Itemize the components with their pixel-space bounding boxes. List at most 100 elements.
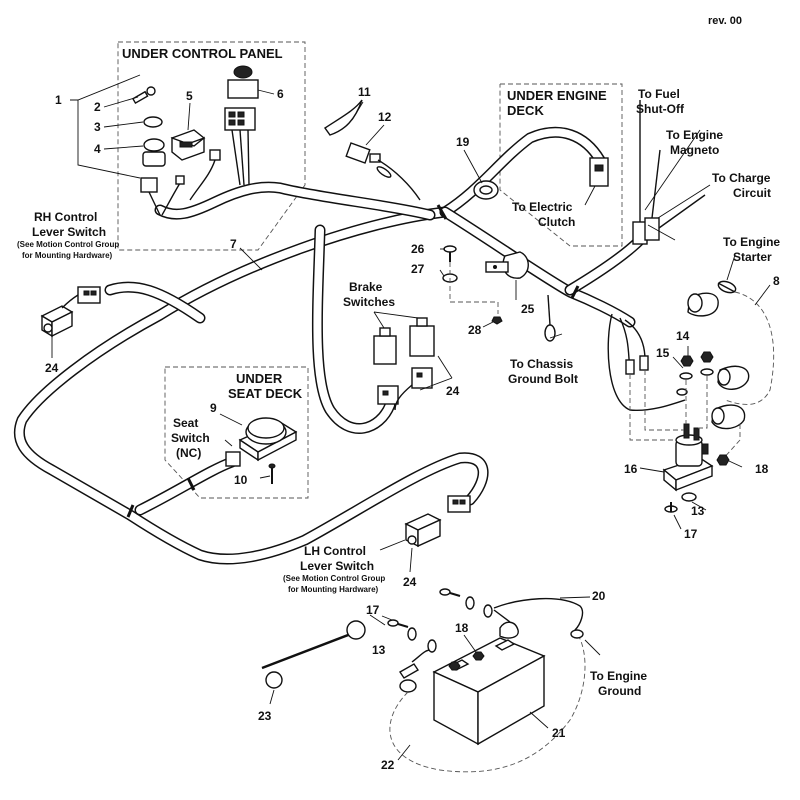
label-seat-2: Switch — [171, 431, 210, 445]
rh-lever-switch — [40, 305, 74, 338]
ignition-switch — [142, 138, 166, 167]
harness-grommet-hole — [479, 185, 493, 195]
clutch-connector — [589, 157, 609, 187]
callout-1: 1 — [55, 93, 62, 107]
brake-switch-2 — [409, 317, 435, 357]
callout-12: 12 — [378, 110, 392, 124]
callout-3: 3 — [94, 120, 101, 134]
callout-13-solenoid: 13 — [691, 504, 705, 518]
solenoid-nut-1 — [680, 355, 694, 367]
brake-switch-connector-2 — [394, 367, 433, 411]
ignition-key — [131, 86, 156, 105]
section-under-seat-deck: UNDER SEAT DECK — [164, 366, 309, 499]
label-magneto-2: Magneto — [670, 143, 719, 157]
callout-10: 10 — [234, 473, 248, 487]
solenoid-nut-2 — [700, 351, 714, 363]
label-lh-1: LH Control — [304, 544, 366, 558]
label-clutch-2: Clutch — [538, 215, 575, 229]
ignition-nut — [143, 116, 163, 128]
callout-13-battery: 13 — [372, 643, 386, 657]
seat-switch-screw — [268, 463, 276, 484]
terminal-boot-2 — [717, 365, 750, 390]
solenoid-mount-bolt — [664, 502, 678, 513]
battery — [432, 637, 546, 746]
label-charge-2: Circuit — [733, 186, 771, 200]
light-switch — [170, 129, 206, 161]
section-title-engine-deck-1: UNDER ENGINE — [507, 88, 607, 103]
main-wiring-harness — [13, 126, 646, 565]
label-rh-note-1: (See Motion Control Group — [17, 240, 119, 249]
battery-nut-1 — [472, 651, 485, 661]
solenoid-lockwasher-2 — [700, 368, 714, 376]
starter-cable — [717, 280, 775, 405]
callout-numbers: 1 2 3 4 5 6 7 8 9 10 11 12 13 13 14 15 1… — [45, 85, 780, 772]
label-lh-2: Lever Switch — [300, 559, 374, 573]
callout-22: 22 — [381, 758, 395, 772]
clamp-screw — [443, 245, 457, 262]
harness-clip — [324, 99, 363, 136]
label-chassis-1: To Chassis — [510, 357, 573, 371]
section-under-control-panel: UNDER CONTROL PANEL — [117, 41, 306, 251]
section-title-control-panel: UNDER CONTROL PANEL — [122, 46, 283, 61]
brake-switch-connector-1 — [377, 385, 399, 405]
label-starter-1: To Engine — [723, 235, 780, 249]
terminal-boot-1 — [687, 292, 719, 317]
text-labels: To Fuel Shut-Off To Engine Magneto To Ch… — [17, 87, 780, 698]
callout-19: 19 — [456, 135, 470, 149]
lh-lever-switch — [404, 513, 442, 548]
callout-20: 20 — [592, 589, 606, 603]
starter-solenoid — [662, 423, 714, 492]
callout-18-battery: 18 — [455, 621, 469, 635]
terminal-boot-3 — [711, 404, 746, 430]
pto-switch — [224, 65, 259, 186]
callout-14: 14 — [676, 329, 690, 343]
label-seat-3: (NC) — [176, 446, 201, 460]
label-lh-note-1: (See Motion Control Group — [283, 574, 385, 583]
label-rh-1: RH Control — [34, 210, 97, 224]
label-charge-1: To Charge — [712, 171, 771, 185]
section-under-engine-deck: UNDER ENGINE DECK — [499, 83, 623, 247]
light-switch-connector — [189, 149, 221, 201]
solenoid-lockwasher-1 — [679, 372, 693, 380]
ignition-connector — [140, 177, 161, 216]
callout-26: 26 — [411, 242, 425, 256]
callout-15: 15 — [656, 346, 670, 360]
battery-hold-down — [261, 620, 366, 689]
seat-switch-connector — [225, 451, 241, 467]
chassis-ground-lead — [544, 294, 556, 342]
callout-18-solenoid: 18 — [755, 462, 769, 476]
callout-11: 11 — [358, 85, 371, 99]
battery-terminal-2 — [427, 639, 437, 653]
callout-7: 7 — [230, 237, 237, 251]
clamp-nut — [491, 316, 503, 325]
battery-washer-1 — [465, 596, 475, 610]
label-clutch-1: To Electric — [512, 200, 573, 214]
leader-lines — [51, 74, 771, 761]
label-brake-2: Switches — [343, 295, 395, 309]
battery-nut-2 — [448, 661, 461, 671]
callout-21: 21 — [552, 726, 566, 740]
control-panel-wire-connector — [175, 175, 185, 185]
harness-clamp — [485, 251, 529, 279]
inline-connector-12 — [345, 142, 421, 201]
label-seat-1: Seat — [173, 416, 198, 430]
label-fuel-2: Shut-Off — [636, 102, 685, 116]
label-brake-1: Brake — [349, 280, 383, 294]
callout-4: 4 — [94, 142, 101, 156]
solenoid-mount-washer — [681, 492, 697, 502]
label-rh-2: Lever Switch — [32, 225, 106, 239]
rh-lever-connector — [61, 286, 101, 309]
solenoid-ring-terminal — [676, 388, 688, 396]
section-title-seat-deck-2: SEAT DECK — [228, 386, 303, 401]
seat-switch — [238, 417, 298, 462]
section-title-seat-deck-1: UNDER — [236, 371, 283, 386]
label-magneto-1: To Engine — [666, 128, 723, 142]
callout-24-lh: 24 — [403, 575, 417, 589]
negative-cable — [389, 629, 586, 773]
callout-6: 6 — [277, 87, 284, 101]
callout-17-solenoid: 17 — [684, 527, 698, 541]
callout-24-brake: 24 — [446, 384, 460, 398]
callout-2: 2 — [94, 100, 101, 114]
battery-bolt-1 — [439, 588, 461, 597]
